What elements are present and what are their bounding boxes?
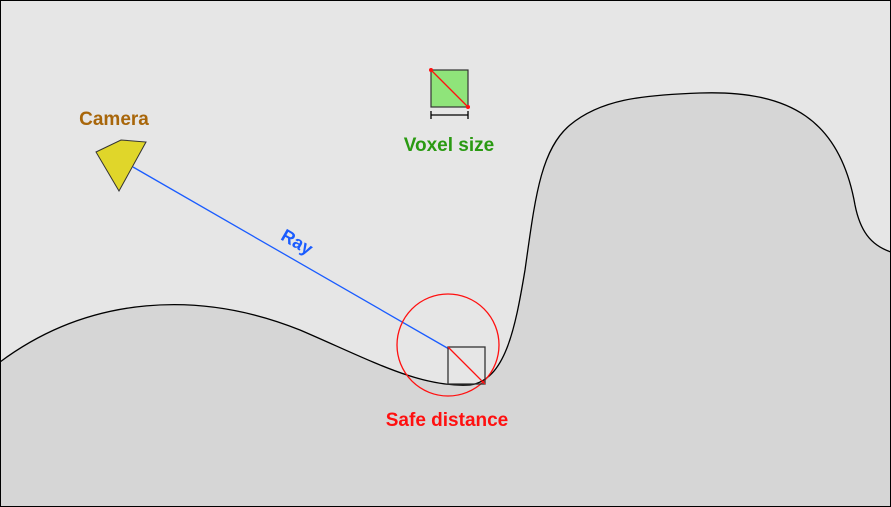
ray-line (132, 166, 450, 350)
surface-voxel (447, 346, 486, 385)
voxel-size-diagonal (430, 69, 469, 108)
camera-icon (95, 139, 147, 193)
voxel-size-diagonal-end (466, 105, 470, 109)
safe-distance-circle (396, 293, 500, 397)
camera-label: Camera (79, 109, 149, 130)
terrain-ground (0, 92, 891, 507)
voxel-size-label: Voxel size (404, 135, 494, 156)
voxel-size-diagonal-start (429, 68, 433, 72)
terrain-outline (0, 92, 891, 386)
surface-voxel-diagonal (447, 346, 486, 385)
safe-distance-label: Safe distance (386, 410, 509, 431)
